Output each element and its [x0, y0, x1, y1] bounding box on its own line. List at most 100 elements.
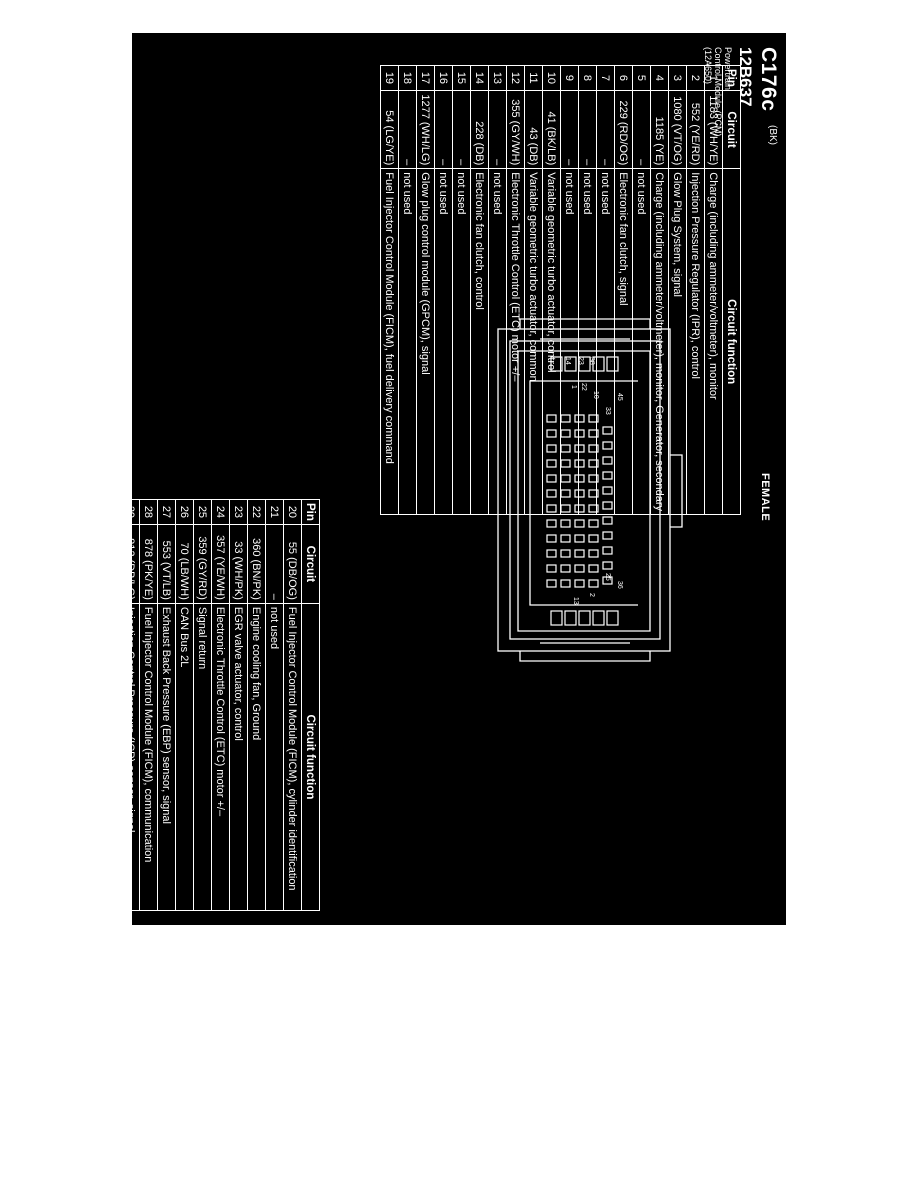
connector-small-cavity — [560, 564, 571, 573]
function-cell: Fuel Injector Control Module (FICM), com… — [139, 603, 158, 911]
connector-small-cavity — [588, 459, 599, 468]
circuit-cell: 359 (GY/RD) — [193, 524, 212, 604]
color-code: (BK) — [767, 125, 778, 145]
table-row: 18–not used — [398, 65, 417, 515]
pin-cell: 7 — [596, 65, 615, 91]
pin-cell: 9 — [560, 65, 579, 91]
connector-small-cavity — [588, 564, 599, 573]
circuit-cell: 54 (LG/YE) — [380, 90, 399, 169]
pin-number-label: 22 — [580, 383, 587, 391]
connector-small-cavity — [574, 549, 585, 558]
function-cell: Exhaust Back Pressure (EBP) sensor, sign… — [157, 603, 176, 911]
connector-small-cavity — [546, 549, 557, 558]
circuit-cell: 43 (DB) — [524, 90, 543, 169]
pin-cell: 27 — [157, 499, 176, 525]
table-row: 16–not used — [434, 65, 453, 515]
connector-small-cavity — [602, 471, 613, 480]
pin-cell: 11 — [524, 65, 543, 91]
connector-small-cavity — [560, 459, 571, 468]
circuit-cell: 1185 (YE) — [650, 90, 669, 169]
circuit-cell: – — [488, 90, 507, 169]
circuit-cell: – — [265, 524, 284, 604]
connector-small-cavity — [574, 474, 585, 483]
pin-number-label: 14 — [564, 357, 571, 365]
circuit-cell: 553 (VT/LB) — [157, 524, 176, 604]
connector-small-cavity — [602, 486, 613, 495]
connector-small-cavity — [546, 504, 557, 513]
connector-cavity-outline — [517, 350, 651, 632]
connector-small-cavity — [588, 444, 599, 453]
circuit-cell: 360 (BN/PK) — [247, 524, 266, 604]
pin-number-label: 36 — [616, 581, 623, 589]
connector-small-cavity — [560, 474, 571, 483]
circuit-cell: – — [434, 90, 453, 169]
pin-cell: 2 — [686, 65, 705, 91]
pin-cell: 19 — [380, 65, 399, 91]
pin-cell: 4 — [650, 65, 669, 91]
connector-small-cavity — [602, 426, 613, 435]
connector-small-cavity — [546, 414, 557, 423]
function-cell: CAN Bus 2L — [175, 603, 194, 911]
connector-small-cavity — [602, 441, 613, 450]
connector-large-cavity — [564, 356, 577, 372]
table-header-row: Pin Circuit Circuit function — [722, 65, 741, 515]
connector-small-cavity — [546, 489, 557, 498]
column-header-circuit: Circuit — [301, 524, 320, 604]
connector-small-cavity — [588, 429, 599, 438]
pin-cell: 26 — [175, 499, 194, 525]
connector-large-cavity — [592, 610, 605, 626]
connector-id: C176c — [757, 47, 780, 112]
connector-right-latch — [519, 651, 651, 662]
function-cell: Fuel Injector Control Module (FICM), fue… — [380, 168, 399, 515]
function-cell: Fuel Injector Control Module (FICM), cyl… — [283, 603, 302, 911]
function-cell: Injection Control Pressure (ICP) sensor,… — [132, 603, 140, 911]
connector-small-cavity — [546, 534, 557, 543]
circuit-cell: 552 (YE/RD) — [686, 90, 705, 169]
pin-cell: 21 — [265, 499, 284, 525]
pin-cell: 10 — [542, 65, 561, 91]
pin-cell: 24 — [211, 499, 230, 525]
pin-number-label: 33 — [604, 407, 611, 415]
pin-cell: 23 — [229, 499, 248, 525]
pin-cell: 22 — [247, 499, 266, 525]
connector-small-cavity — [546, 444, 557, 453]
circuit-cell: 357 (YE/WH) — [211, 524, 230, 604]
connector-small-cavity — [574, 459, 585, 468]
connector-small-cavity — [588, 414, 599, 423]
pin-cell: 3 — [668, 65, 687, 91]
pin-number-label: 1 — [570, 385, 577, 389]
pin-cell: 28 — [139, 499, 158, 525]
connector-small-cavity — [574, 444, 585, 453]
connector-small-cavity — [560, 549, 571, 558]
pin-cell: 14 — [470, 65, 489, 91]
pin-cell: 1 — [704, 65, 723, 91]
pin-number-label: 45 — [616, 393, 623, 401]
circuit-cell: 70 (LB/WH) — [175, 524, 194, 604]
connector-large-cavity — [550, 610, 563, 626]
connector-left-latch — [519, 318, 651, 329]
pin-number-label: 13 — [572, 597, 579, 605]
connector-small-cavity — [588, 549, 599, 558]
connector-small-cavity — [588, 504, 599, 513]
circuit-cell: 33 (WH/PK) — [229, 524, 248, 604]
connector-small-cavity — [588, 519, 599, 528]
connector-small-cavity — [574, 519, 585, 528]
rotated-content: C176c 12B637 Powertrain Control Module (… — [132, 33, 786, 925]
function-cell: not used — [452, 168, 471, 515]
circuit-cell: – — [560, 90, 579, 169]
connector-small-cavity — [560, 489, 571, 498]
circuit-cell: – — [578, 90, 597, 169]
function-cell: not used — [398, 168, 417, 515]
table-row: 15–not used — [452, 65, 471, 515]
connector-small-cavity — [546, 579, 557, 588]
